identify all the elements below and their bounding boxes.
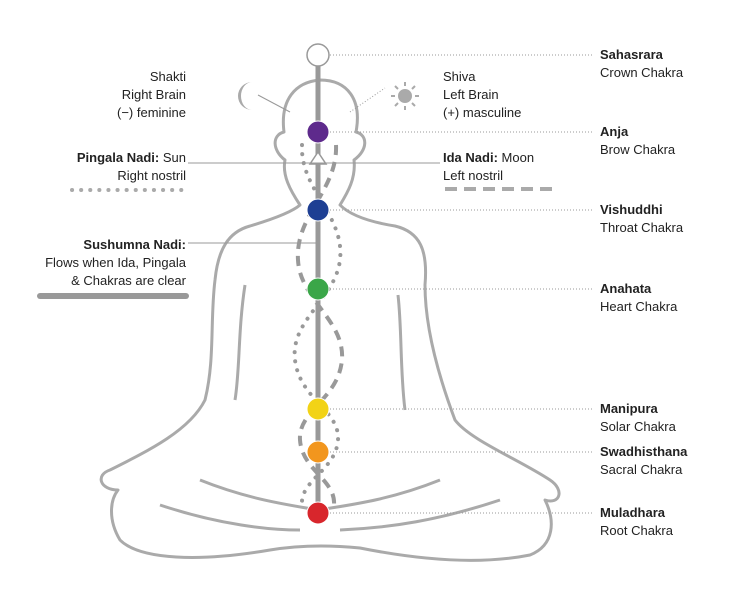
shiva-label: Shiva Left Brain (+) masculine — [443, 68, 521, 122]
chakra-name: Swadhisthana — [600, 444, 688, 459]
pingala-title: Pingala Nadi: — [76, 150, 160, 165]
chakra-dot — [306, 501, 330, 525]
nose-triangle — [308, 150, 328, 165]
shiva-line: Shiva — [443, 69, 476, 84]
shakti-line: Right Brain — [121, 87, 186, 102]
body-outline — [99, 78, 561, 562]
chakra-subtitle: Brow Chakra — [600, 142, 676, 157]
chakra-subtitle: Root Chakra — [600, 523, 673, 538]
sushumna-text: & Chakras are clear — [71, 273, 186, 288]
shiva-line: Left Brain — [443, 87, 499, 102]
chakra-dot — [306, 440, 330, 464]
sushumna-title: Sushumna Nadi: — [83, 237, 186, 252]
chakra-name: Anahata — [600, 281, 652, 296]
ida-title: Ida Nadi: — [443, 150, 498, 165]
sushumna-label: Sushumna Nadi: Flows when Ida, Pingala &… — [45, 236, 186, 290]
chakra-subtitle: Sacral Chakra — [600, 462, 683, 477]
ida-text: Left nostril — [443, 168, 503, 183]
moon-icon — [238, 82, 252, 110]
chakra-subtitle: Solar Chakra — [600, 419, 676, 434]
sun-icon — [391, 82, 419, 110]
chakra-name: Anja — [600, 124, 629, 139]
sushumna-text: Flows when Ida, Pingala — [45, 255, 186, 270]
chakra-dot — [306, 277, 330, 301]
pingala-channel — [292, 143, 343, 507]
shakti-line: (−) feminine — [117, 105, 186, 120]
chakra-dot — [306, 198, 330, 222]
shakti-line: Shakti — [149, 69, 186, 84]
leader-lines — [188, 87, 440, 244]
chakra-dot — [306, 43, 330, 67]
pingala-text: Sun — [162, 150, 186, 165]
chakra-dot — [306, 397, 330, 421]
chakra-name: Vishuddhi — [600, 202, 663, 217]
pingala-label: Pingala Nadi: Sun Right nostril — [77, 149, 186, 185]
ida-text: Moon — [501, 150, 535, 165]
chakra-name: Muladhara — [600, 505, 666, 520]
chakra-subtitle: Crown Chakra — [600, 65, 684, 80]
chakra-name: Sahasrara — [600, 47, 663, 62]
chakra-subtitle: Throat Chakra — [600, 220, 684, 235]
chakra-name: Manipura — [600, 401, 658, 416]
shakti-label: Shakti Right Brain (−) feminine — [117, 68, 186, 122]
ida-channel — [295, 144, 345, 506]
chakra-subtitle: Heart Chakra — [600, 299, 678, 314]
ida-label: Ida Nadi: Moon Left nostril — [443, 149, 534, 185]
shiva-line: (+) masculine — [443, 105, 522, 120]
pingala-text: Right nostril — [117, 168, 186, 183]
chakra-dot — [306, 120, 330, 144]
